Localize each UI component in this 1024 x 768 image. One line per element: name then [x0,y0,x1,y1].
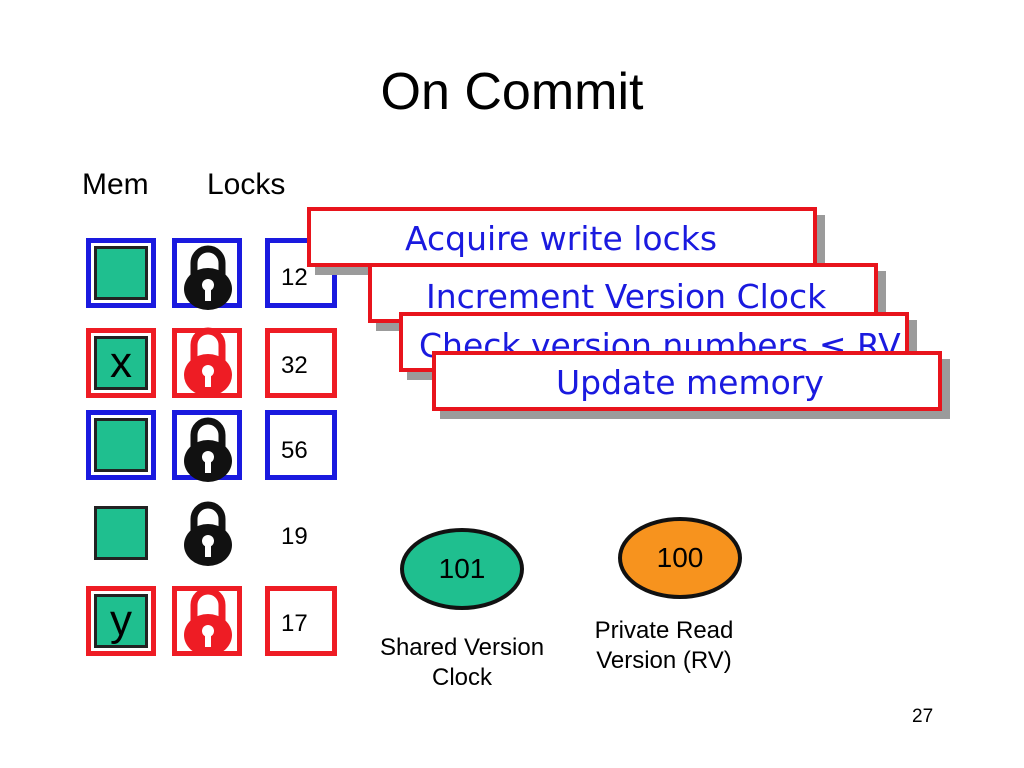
mem-value-3 [94,418,148,472]
version-value-5: 17 [281,610,308,637]
version-value-3: 56 [281,437,308,464]
shared-clock-caption: Shared Version Clock [362,633,562,693]
step-acquire-write-locks: Acquire write locks [307,207,817,267]
locks-column-header: Locks [207,168,286,201]
lock-cell-1 [172,238,242,310]
private-rv-caption: Private Read Version (RV) [572,616,756,676]
caption-line: Private Read [594,617,734,644]
lock-icon [184,245,232,310]
step-label: Update memory [556,363,824,402]
mem-value-x: x [94,336,148,390]
shared-clock-value: 101 [438,553,486,584]
caption-line: Version (RV) [596,647,732,674]
caption-line: Shared Version [379,634,545,661]
locked-red-lock-icon [184,587,232,656]
lock-cell-2 [172,327,242,398]
lock-cell-4 [172,498,242,568]
mem-column-header: Mem [82,168,149,201]
mem-cell-x: x [86,328,156,398]
mem-cell-4 [86,498,156,568]
step-label: Increment Version Clock [426,277,827,316]
shared-version-clock: 101 [400,528,524,610]
private-read-version: 100 [618,517,742,599]
version-value-2: 32 [281,352,308,379]
lock-cell-3 [172,410,242,482]
locked-red-lock-icon [184,327,232,396]
version-value-4: 19 [281,523,308,550]
caption-line: Clock [431,664,492,691]
mem-value-1 [94,246,148,300]
mem-value-4 [94,506,148,560]
slide-title: On Commit [380,63,644,121]
step-update-memory: Update memory [432,351,942,411]
mem-cell-1 [86,238,156,308]
page-number: 27 [912,706,934,727]
version-cell-5 [265,586,337,656]
lock-icon [184,501,232,566]
version-cell-2 [265,328,337,398]
version-cell-1 [265,238,337,308]
step-label: Acquire write locks [405,219,718,258]
private-rv-value: 100 [656,542,704,573]
mem-cell-3 [86,410,156,480]
version-value-1: 12 [281,264,308,291]
mem-value-y: y [94,594,148,648]
mem-cell-y: y [86,586,156,656]
lock-cell-5 [172,586,242,656]
lock-icon [184,417,232,482]
version-cell-3 [265,410,337,480]
